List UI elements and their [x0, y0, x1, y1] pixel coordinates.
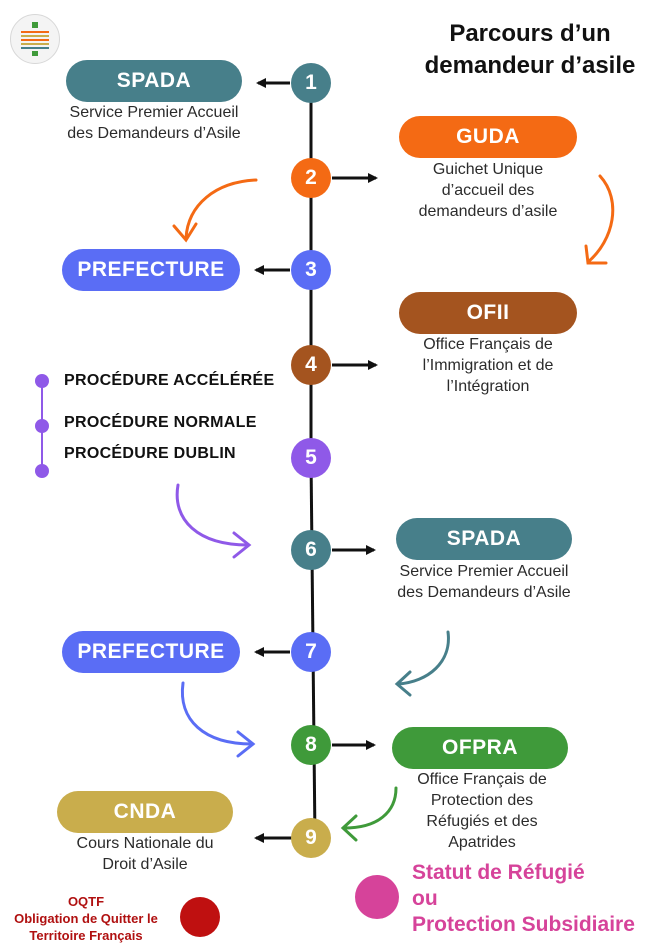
statut-line-2: ou — [412, 887, 438, 910]
step-node-4: 4 — [291, 345, 331, 385]
step-node-2: 2 — [291, 158, 331, 198]
step-node-6: 6 — [291, 530, 331, 570]
spada-description-2: Service Premier Accueil des Demandeurs d… — [397, 563, 571, 601]
guda-description: Guichet Unique d’accueil des demandeurs … — [418, 161, 558, 220]
ofpra-pill: OFPRA — [392, 727, 568, 769]
statut-dot — [355, 875, 399, 919]
step-node-3: 3 — [291, 250, 331, 290]
procedure-dublin: PROCÉDURE DUBLIN — [64, 445, 236, 462]
statut-line-3: Protection Subsidiaire — [412, 913, 635, 936]
refugee-status-label: Statut de Réfugié ou Protection Subsidia… — [412, 860, 635, 938]
prefecture-pill-2: PREFECTURE — [62, 631, 240, 673]
step-node-7: 7 — [291, 632, 331, 672]
spada-pill-1: SPADA — [66, 60, 242, 102]
curved-arrow-green — [340, 786, 398, 842]
procedure-dot-normal — [35, 419, 49, 433]
statut-line-1: Statut de Réfugié — [412, 861, 585, 884]
guda-pill: GUDA — [399, 116, 577, 158]
step-node-8: 8 — [291, 725, 331, 765]
procedure-dot-dublin — [35, 464, 49, 478]
curved-arrow-orange-left — [172, 178, 258, 243]
page-title: Parcours d’un demandeur d’asile — [424, 20, 636, 79]
cnda-pill: CNDA — [57, 791, 233, 833]
spada-description-1: Service Premier Accueil des Demandeurs d… — [67, 104, 241, 142]
procedure-accelerated: PROCÉDURE ACCÉLÉRÉE — [64, 372, 275, 389]
oqtf-description: Obligation de Quitter le Territoire Fran… — [14, 911, 158, 943]
curved-arrow-orange-right — [584, 174, 615, 265]
curved-arrow-blue — [180, 681, 256, 758]
organization-logo — [10, 14, 60, 64]
step-node-9: 9 — [291, 818, 331, 858]
procedure-dot-accelerated — [35, 374, 49, 388]
oqtf-label: OQTF Obligation de Quitter le Territoire… — [6, 893, 166, 944]
curved-arrow-teal — [394, 630, 450, 697]
oqtf-dot — [180, 897, 220, 937]
organization-logo-icon — [21, 22, 49, 56]
step-node-5: 5 — [291, 438, 331, 478]
curved-arrow-purple — [175, 483, 252, 559]
cnda-description: Cours Nationale du Droit d’Asile — [76, 835, 214, 873]
ofii-pill: OFII — [399, 292, 577, 334]
spada-pill-2: SPADA — [396, 518, 572, 560]
step-node-1: 1 — [291, 63, 331, 103]
prefecture-pill-1: PREFECTURE — [62, 249, 240, 291]
oqtf-title: OQTF — [67, 894, 105, 909]
ofpra-description: Office Français de Protection des Réfugi… — [417, 771, 547, 851]
ofii-description: Office Français de l’Immigration et de l… — [422, 336, 554, 395]
procedure-normal: PROCÉDURE NORMALE — [64, 414, 257, 431]
